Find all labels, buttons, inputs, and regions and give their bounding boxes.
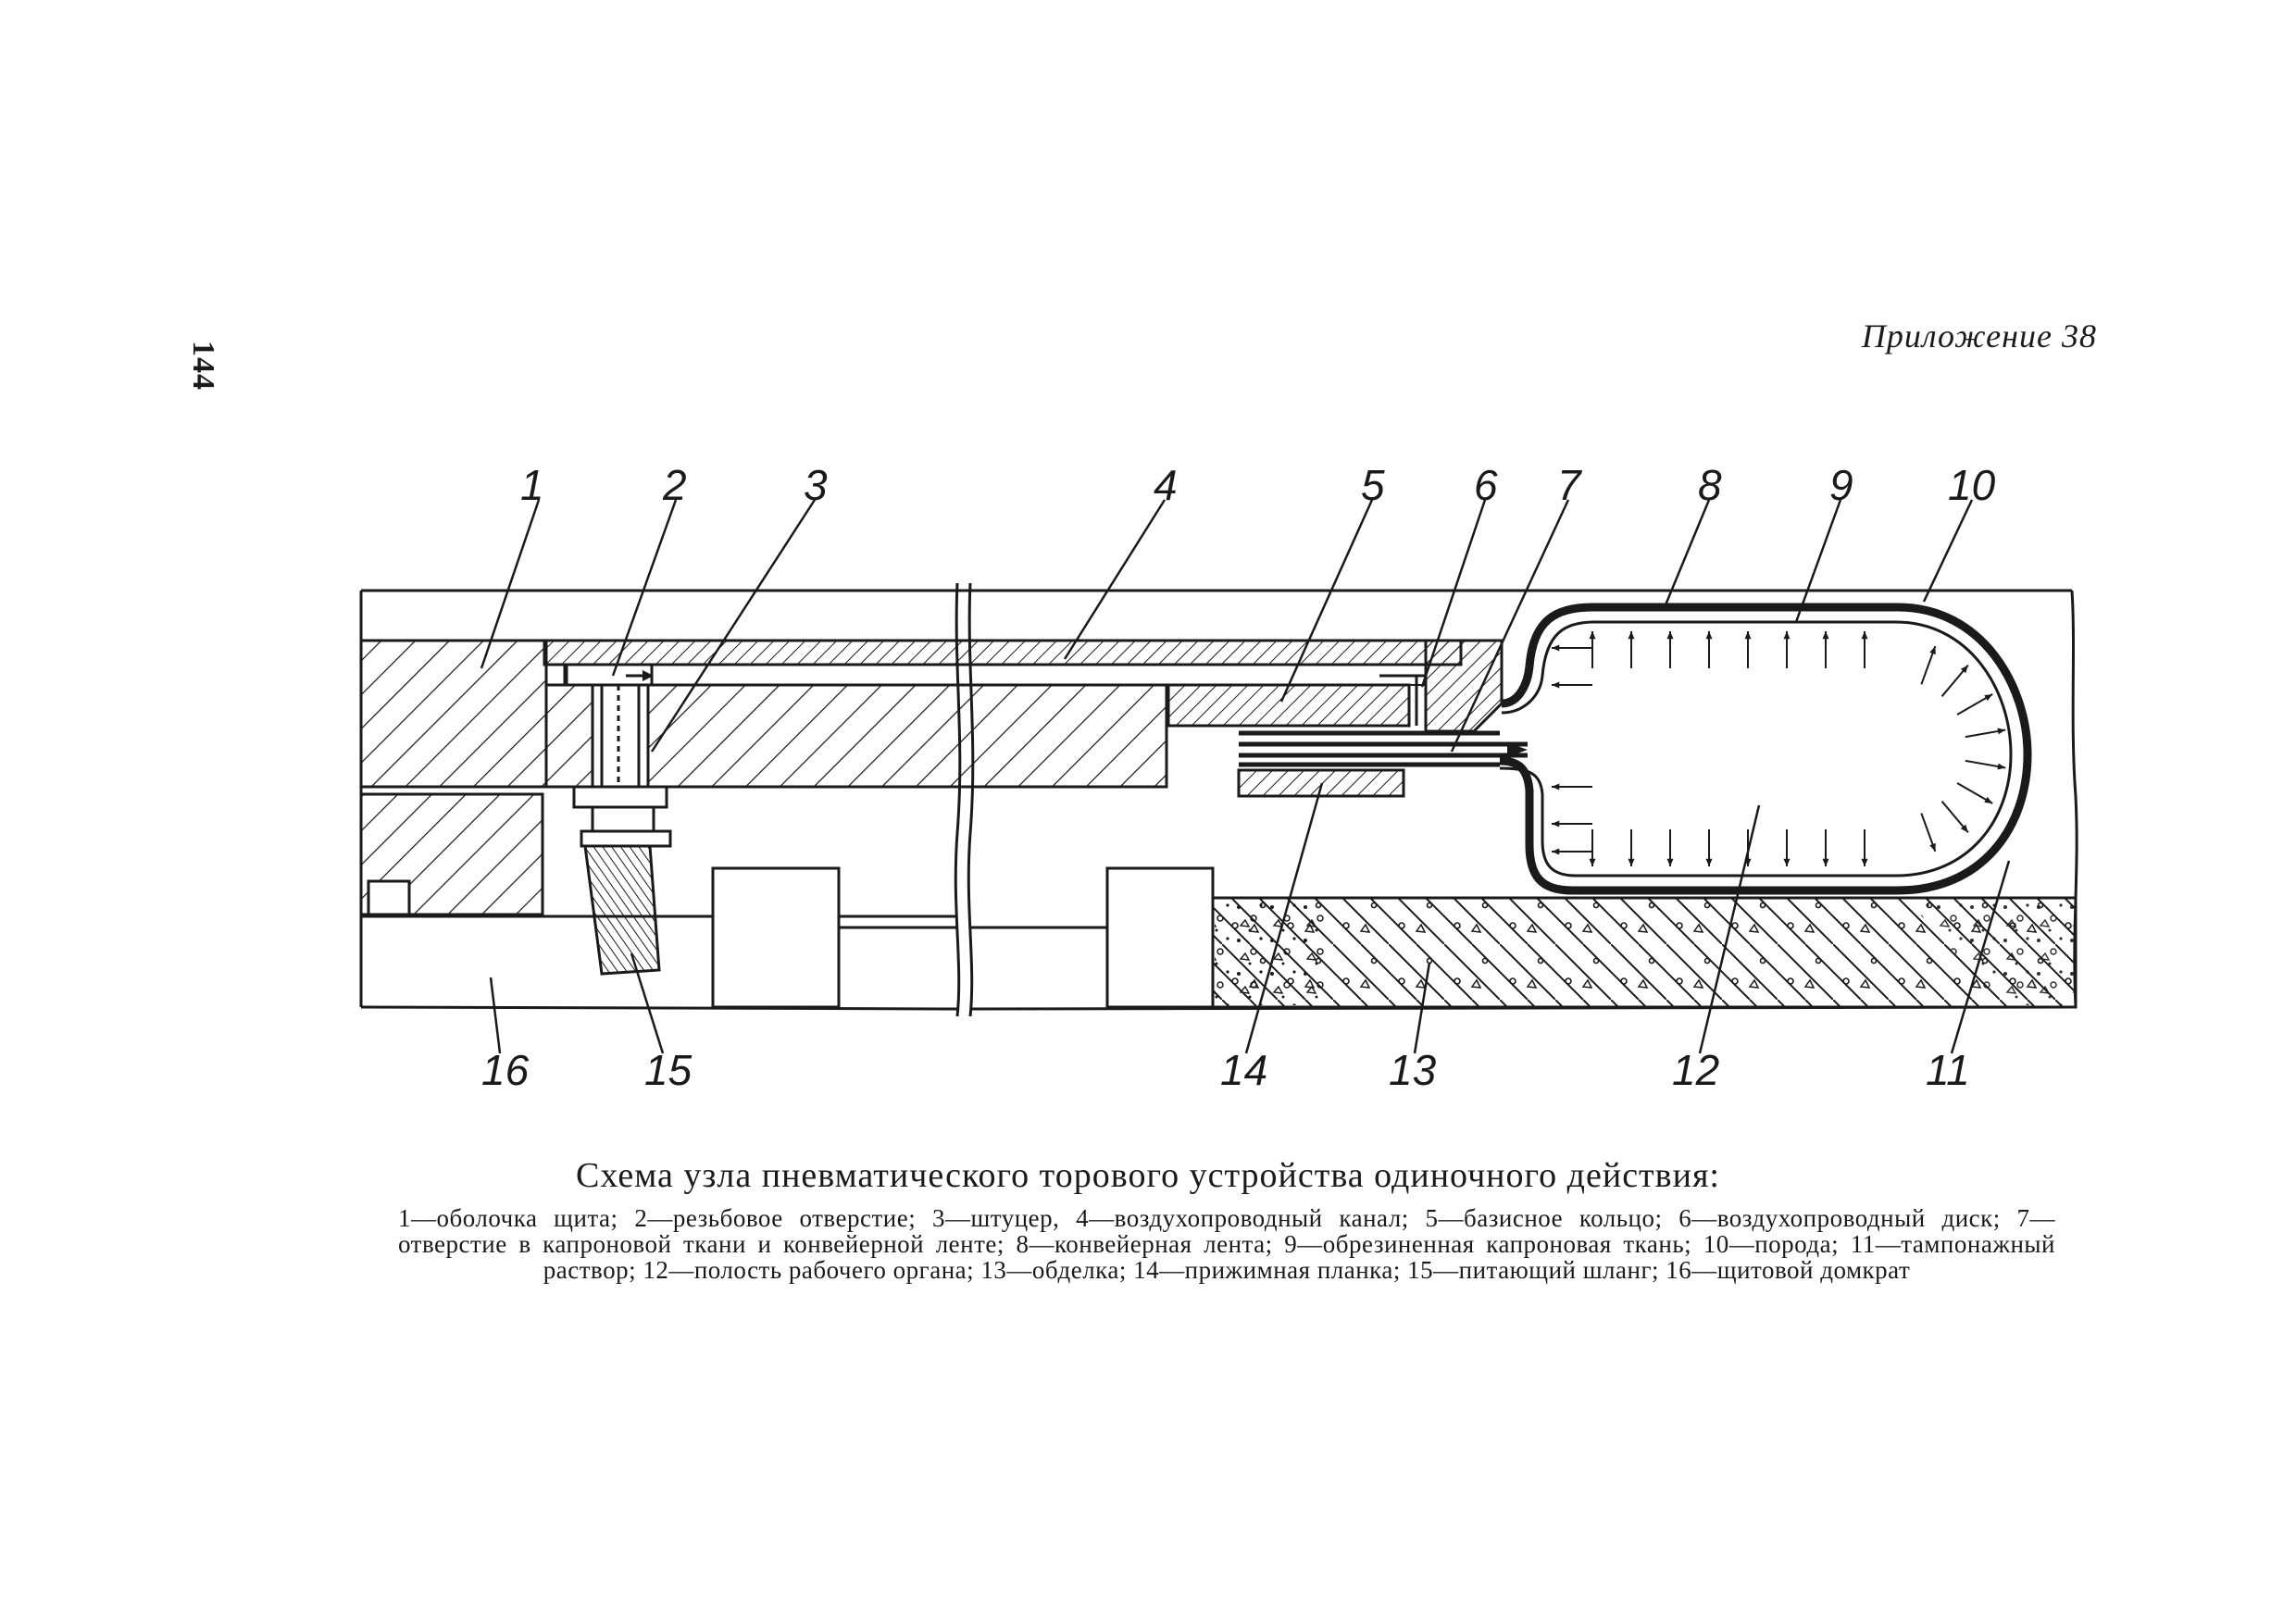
air-disk — [1424, 639, 1504, 733]
pressure-arrowhead — [1552, 644, 1560, 652]
legend-item: 1—оболочка щита; — [398, 1204, 618, 1232]
callout-5: 5 — [1361, 461, 1385, 509]
pressure-arrowhead — [1589, 631, 1596, 640]
callout-4: 4 — [1154, 461, 1178, 509]
pressure-arrowhead — [1861, 858, 1868, 866]
callout-numbers: 1 2 3 4 5 6 7 8 9 10 11 12 13 14 15 16 — [481, 461, 1996, 1094]
pressure-arrowhead — [1997, 728, 2006, 735]
torus-membrane — [1499, 603, 2032, 895]
pressure-arrows — [1552, 631, 2006, 866]
pressure-arrowhead — [1822, 631, 1829, 640]
pressure-arrowhead — [1822, 858, 1829, 866]
callout-2: 2 — [662, 461, 687, 509]
legend-item: 13—обделка; — [980, 1256, 1127, 1284]
feed-hose — [583, 844, 661, 976]
pressure-arrowhead — [1705, 858, 1713, 866]
legend-item: 2—резьбовое отверстие; — [634, 1204, 917, 1232]
callout-10: 10 — [1948, 461, 1996, 509]
callout-6: 6 — [1474, 461, 1498, 509]
pressure-arrowhead — [1552, 820, 1560, 828]
pressure-arrowhead — [1929, 842, 1936, 852]
legend-item: 7—отверстие в капроновой ткани и конвейе… — [398, 1204, 2056, 1258]
callout-1: 1 — [520, 461, 544, 509]
shield-shell-body — [646, 683, 1168, 789]
pressure-arrowhead — [1552, 681, 1560, 689]
pressure-arrowhead — [1783, 631, 1791, 640]
pressure-arrowhead — [1984, 694, 1993, 702]
legend-item: 4—воздухопроводный канал; — [1076, 1204, 1409, 1232]
pressure-arrowhead — [1997, 763, 2006, 770]
pressure-arrowhead — [1666, 631, 1674, 640]
pressure-arrowhead — [1929, 646, 1936, 655]
pressure-arrowhead — [1960, 665, 1968, 674]
grout-zone — [1907, 900, 2074, 1005]
legend-item: 14—прижимная планка; — [1133, 1256, 1401, 1284]
pressure-arrowhead — [1552, 848, 1560, 855]
fitting — [565, 663, 672, 848]
legend-item: 5—базисное кольцо; — [1425, 1204, 1663, 1232]
callout-12: 12 — [1672, 1046, 1719, 1094]
pressure-arrowhead — [1705, 631, 1713, 640]
legend-item: 3—штуцер, — [931, 1204, 1060, 1232]
pressure-arrowhead — [1783, 858, 1791, 866]
legend-item: 11—тампонажный раствор; — [543, 1230, 2056, 1284]
pressure-arrowhead — [1861, 631, 1868, 640]
pressure-arrowhead — [1984, 796, 1993, 803]
leader-lines — [480, 499, 2011, 1054]
pressure-arrowhead — [1589, 858, 1596, 866]
pressure-arrowhead — [1628, 858, 1635, 866]
callout-9: 9 — [1829, 461, 1853, 509]
callout-7: 7 — [1557, 461, 1582, 509]
figure-caption-title: Схема узла пневматического торового устр… — [576, 1156, 1720, 1195]
base-ring — [1167, 683, 1411, 728]
legend-item: 16—щитовой домкрат — [1666, 1256, 1911, 1284]
figure-legend: 1—оболочка щита; 2—резьбовое отверстие; … — [398, 1205, 2055, 1283]
legend-item: 15—питающий шланг; — [1407, 1256, 1660, 1284]
callout-15: 15 — [644, 1046, 693, 1094]
pressure-arrowhead — [1552, 783, 1560, 790]
support-block-left — [711, 866, 841, 1009]
callout-16: 16 — [481, 1046, 530, 1094]
callout-11: 11 — [1926, 1046, 1970, 1094]
pressure-arrowhead — [1744, 631, 1752, 640]
shield-shell — [359, 639, 548, 789]
pressure-arrowhead — [1960, 824, 1968, 833]
legend-item: 6—воздухопроводный диск; — [1678, 1204, 2001, 1232]
legend-item: 8—конвейерная лента; — [1016, 1230, 1273, 1258]
air-passage-lines — [1239, 730, 1528, 767]
support-block-right — [1105, 866, 1215, 1009]
callout-3: 3 — [804, 461, 828, 509]
legend-item: 9—обрезиненная капроновая ткань; — [1284, 1230, 1692, 1258]
appendix-label: Приложение 38 — [1861, 317, 2097, 355]
callout-8: 8 — [1698, 461, 1722, 509]
pressure-arrowhead — [1666, 858, 1674, 866]
air-channel-plate — [543, 639, 1463, 666]
callout-13: 13 — [1389, 1046, 1437, 1094]
callout-14: 14 — [1220, 1046, 1267, 1094]
pressure-arrowhead — [1628, 631, 1635, 640]
legend-item: 12—полость рабочего органа; — [643, 1256, 975, 1284]
legend-item: 10—порода; — [1703, 1230, 1840, 1258]
